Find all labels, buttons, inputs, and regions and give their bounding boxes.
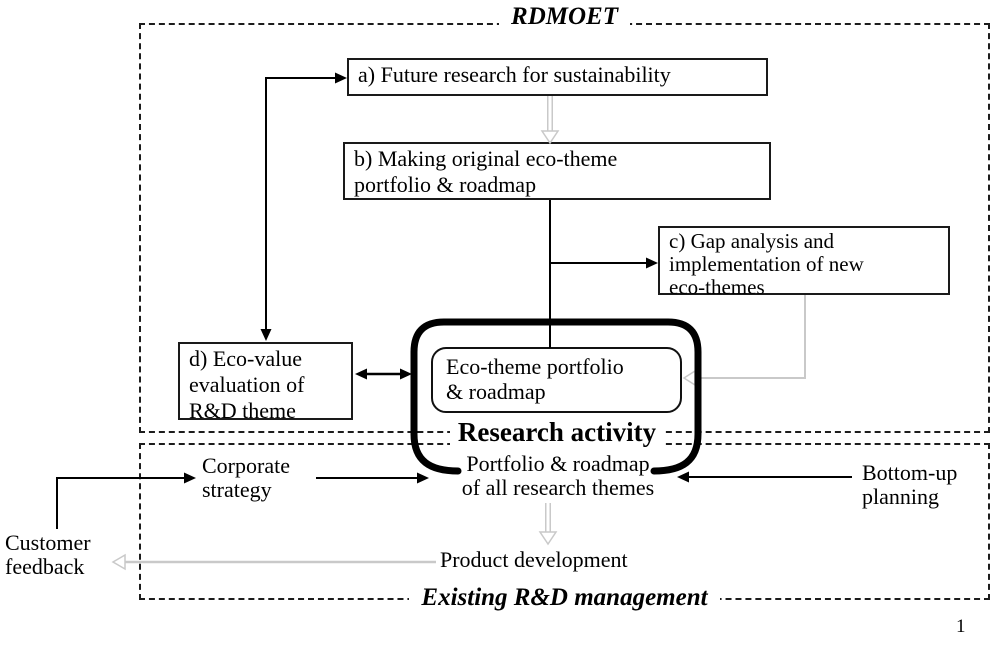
customer-feedback-label: Customer feedback <box>5 530 91 580</box>
rdmoet-title: RDMOET <box>139 3 990 31</box>
corporate-strategy-label: Corporate strategy <box>202 453 290 503</box>
eco-theme-portfolio-roadmap-box: Eco-theme portfolio & roadmap <box>431 347 682 413</box>
box-a-future-research: a) Future research for sustainability <box>347 58 768 96</box>
product-development-label: Product development <box>440 547 628 572</box>
box-a-label: a) Future research for sustainability <box>358 62 671 87</box>
portfolio-all-themes-label: Portfolio & roadmap of all research them… <box>461 451 655 501</box>
research-activity-label: Research activity <box>422 417 692 448</box>
page-number: 1 <box>956 616 966 637</box>
bottom-up-planning-label: Bottom-up planning <box>862 460 958 510</box>
box-b-original-eco-theme: b) Making original eco-theme portfolio &… <box>343 142 771 200</box>
box-c-gap-analysis: c) Gap analysis and implementation of ne… <box>658 226 950 299</box>
existing-rd-title: Existing R&D management <box>139 584 990 612</box>
box-d-eco-value-evaluation: d) Eco-value evaluation of R&D theme <box>178 342 353 423</box>
